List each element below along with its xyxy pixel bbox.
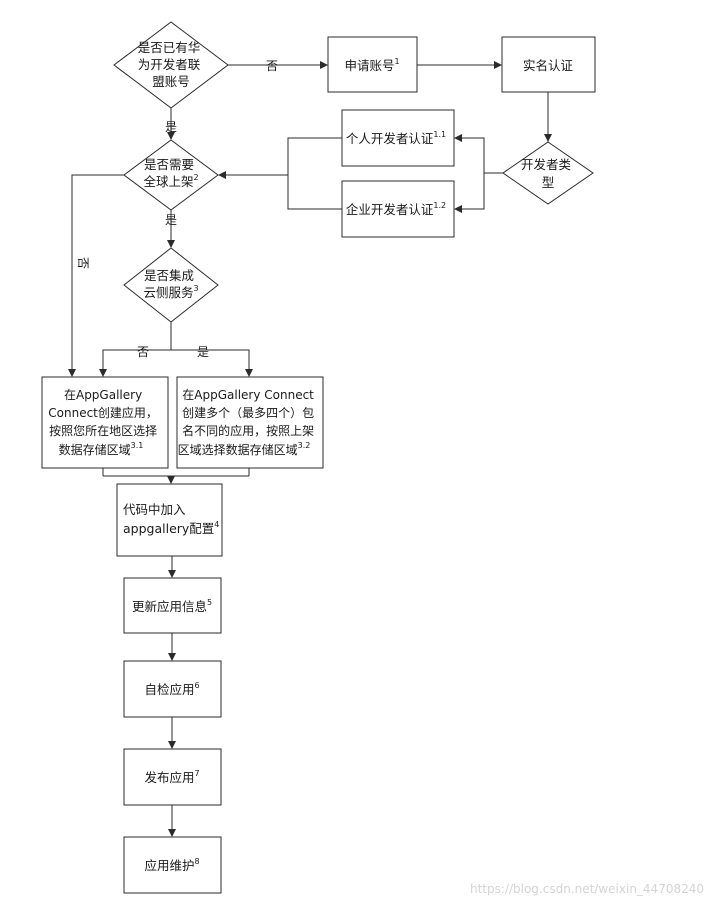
add-config-label: 代码中加入 appgallery配置4 <box>123 502 219 536</box>
edge-devtype-to-personal <box>454 134 503 174</box>
edge-label-global-yes: 是 <box>165 213 177 227</box>
self-check-box <box>123 660 222 718</box>
edge-label-cloud-no: 否 <box>137 345 149 359</box>
edge-auth-merge <box>287 137 342 210</box>
update-app-info-label: 更新应用信息5 <box>132 598 212 614</box>
decision-developer-type-shape <box>502 141 594 205</box>
edge-label-cloud-yes: 是 <box>197 345 209 359</box>
enterprise-auth-label: 企业开发者认证1.2 <box>346 201 446 217</box>
developer-type-label: 开发者类 型 <box>521 157 575 190</box>
maintain-app-box <box>123 836 222 894</box>
edge-label-huawei-yes: 是 <box>165 120 177 134</box>
publish-app-label: 发布应用7 <box>144 769 199 785</box>
create-multiple-apps-label: 在AppGallery Connect 创建多个（最多四个）包 名不同的应用，按… <box>178 388 318 457</box>
apply-account-box <box>327 36 418 93</box>
self-check-label: 自检应用6 <box>144 681 199 697</box>
create-multiple-apps-box <box>176 376 324 469</box>
create-single-app-label: 在AppGallery Connect创建应用， 按照您所在地区选择 数据存储区… <box>48 388 161 457</box>
maintain-app-label: 应用维护8 <box>144 857 199 873</box>
huawei-question-label: 是否已有华 为开发者联 盟账号 <box>138 40 205 89</box>
add-config-box <box>116 483 223 557</box>
apply-account-label: 申请账号1 <box>344 57 399 73</box>
realname-auth-label: 实名认证 <box>523 58 574 73</box>
global-question-label: 是否需要 全球上架2 <box>143 157 198 189</box>
personal-auth-label: 个人开发者认证1.1 <box>346 130 446 146</box>
cloud-question-label: 是否集成 云侧服务3 <box>143 268 198 300</box>
edge-cloud-yes-to-create-multi <box>171 349 253 377</box>
update-app-info-box <box>123 577 222 634</box>
edge-cloud-no-to-create-single <box>99 322 172 377</box>
personal-auth-box <box>341 109 455 167</box>
edge-global-no-to-create-single <box>68 174 124 377</box>
edge-label-huawei-no: 否 <box>266 59 278 73</box>
create-single-app-box <box>41 376 169 469</box>
edge-devtype-to-enterprise <box>454 173 485 213</box>
enterprise-auth-box <box>341 180 455 238</box>
watermark-text: https://blog.csdn.net/weixin_44708240 <box>470 882 704 896</box>
edge-label-global-no: 否 <box>76 257 90 269</box>
